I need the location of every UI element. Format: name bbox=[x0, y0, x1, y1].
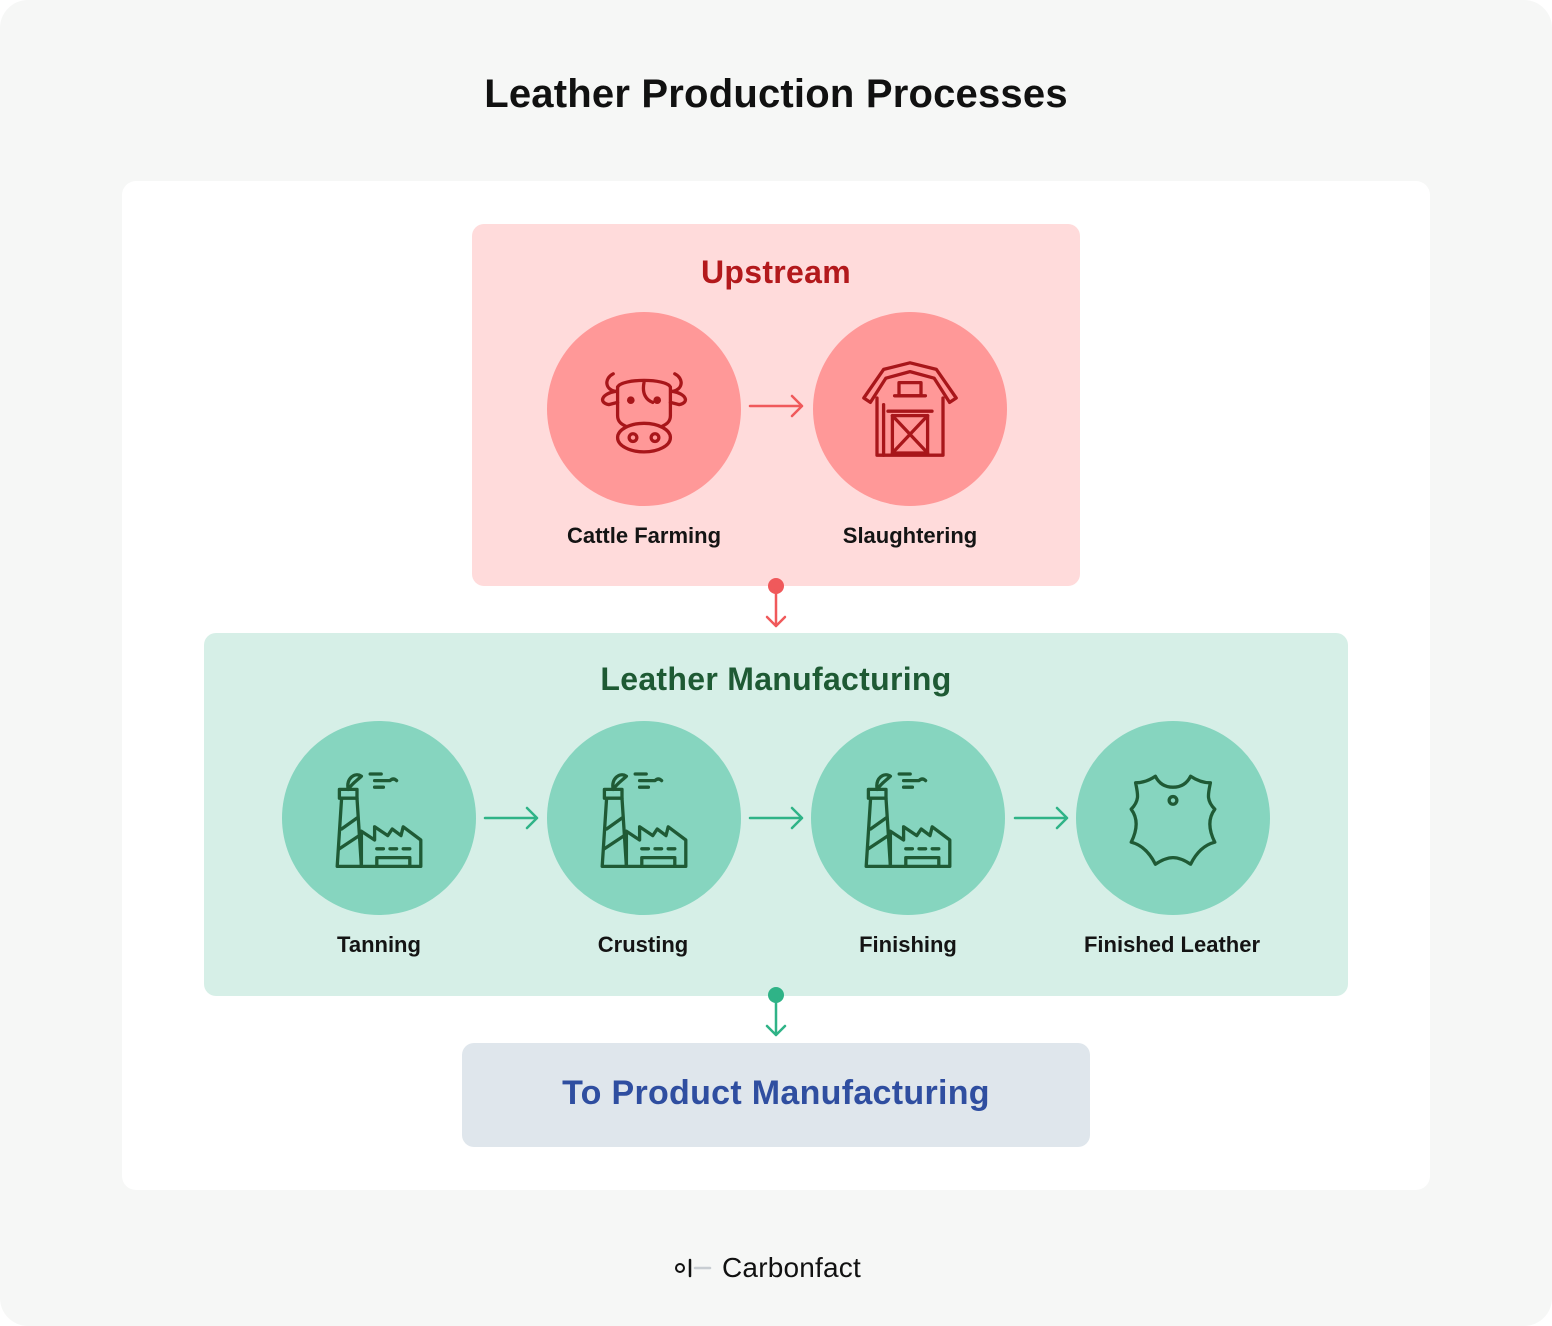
finished-leather-circle bbox=[1076, 721, 1270, 915]
crusting-circle bbox=[547, 721, 741, 915]
finishing-label: Finishing bbox=[859, 932, 957, 957]
barn-icon bbox=[862, 361, 958, 457]
product-manufacturing-box: To Product Manufacturing bbox=[462, 1043, 1090, 1147]
product-manufacturing-label: To Product Manufacturing bbox=[562, 1074, 990, 1112]
page-title: Leather Production Processes bbox=[484, 72, 1068, 116]
connector-down-red bbox=[765, 578, 787, 628]
arrow-right-icon bbox=[483, 806, 539, 830]
cattle-farming-label: Cattle Farming bbox=[566, 523, 722, 548]
factory-icon bbox=[335, 772, 423, 869]
upstream-title: Upstream bbox=[700, 254, 851, 290]
cattle-farming-circle bbox=[547, 312, 741, 506]
slaughtering-label: Slaughtering bbox=[842, 523, 978, 548]
carbonfact-logo-icon bbox=[675, 1258, 712, 1278]
brand-footer: Carbonfact bbox=[674, 1250, 861, 1286]
finishing-circle bbox=[811, 721, 1005, 915]
brand-name: Carbonfact bbox=[722, 1252, 861, 1283]
leather-hide-icon bbox=[1129, 774, 1217, 866]
arrow-right-icon bbox=[748, 806, 804, 830]
factory-icon bbox=[864, 772, 952, 869]
arrow-right-icon bbox=[1013, 806, 1069, 830]
arrow-right-icon bbox=[748, 394, 804, 418]
connector-down-green bbox=[765, 987, 787, 1037]
finished-leather-label: Finished Leather bbox=[1083, 932, 1261, 957]
manufacturing-title: Leather Manufacturing bbox=[600, 661, 952, 697]
slaughtering-circle bbox=[813, 312, 1007, 506]
crusting-label: Crusting bbox=[597, 932, 689, 957]
factory-icon bbox=[600, 772, 688, 869]
tanning-circle bbox=[282, 721, 476, 915]
tanning-label: Tanning bbox=[337, 932, 421, 957]
cow-icon bbox=[600, 372, 688, 454]
